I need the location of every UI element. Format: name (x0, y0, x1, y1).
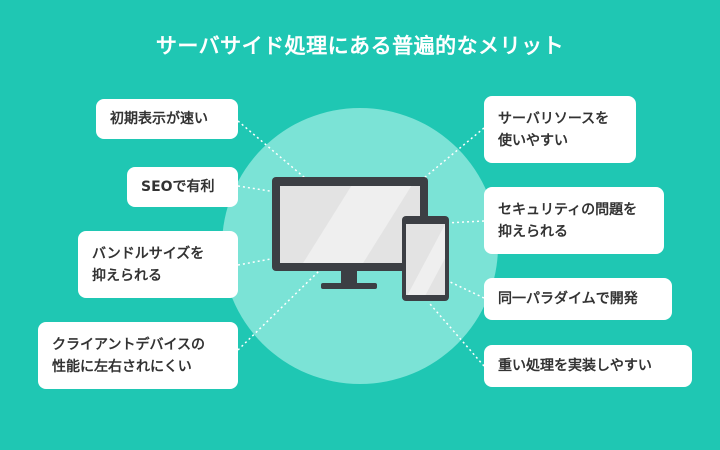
connector-bundle-size (237, 257, 277, 266)
benefit-label: クライアントデバイスの 性能に左右されにくい (52, 336, 206, 375)
benefit-label: 初期表示が速い (110, 111, 208, 127)
benefit-box-same-paradigm: 同一パラダイムで開発 (484, 278, 672, 320)
benefit-box-security: セキュリティの問題を 抑えられる (484, 187, 664, 254)
connector-client-device (237, 269, 321, 351)
benefit-box-fast-initial-display: 初期表示が速い (96, 99, 238, 139)
monitor-stand-neck (341, 271, 357, 284)
connector-fast-initial-display (237, 120, 306, 179)
benefit-label: SEOで有利 (141, 179, 215, 195)
benefit-label: サーバリソースを 使いやすい (498, 110, 610, 149)
connector-heavy-processing (429, 303, 485, 367)
connector-seo (237, 185, 277, 193)
benefit-label: セキュリティの問題を 抑えられる (498, 201, 638, 240)
smartphone-screen (406, 224, 445, 295)
benefit-box-heavy-processing: 重い処理を実装しやすい (484, 345, 692, 387)
benefit-label: バンドルサイズを 抑えられる (92, 245, 205, 284)
connector-server-resources (423, 127, 485, 179)
benefit-label: 重い処理を実装しやすい (498, 358, 652, 374)
monitor-screen (280, 186, 420, 263)
monitor-stand-base (321, 283, 377, 289)
diagram-title: サーバサイド処理にある普遍的なメリット (155, 34, 565, 58)
connector-security (445, 220, 485, 224)
benefit-label: 同一パラダイムで開発 (498, 291, 638, 307)
benefit-box-client-device: クライアントデバイスの 性能に左右されにくい (38, 322, 238, 389)
benefit-box-seo: SEOで有利 (127, 167, 238, 207)
connector-same-paradigm (445, 279, 485, 299)
benefit-box-server-resources: サーバリソースを 使いやすい (484, 96, 636, 163)
benefit-box-bundle-size: バンドルサイズを 抑えられる (78, 231, 238, 298)
